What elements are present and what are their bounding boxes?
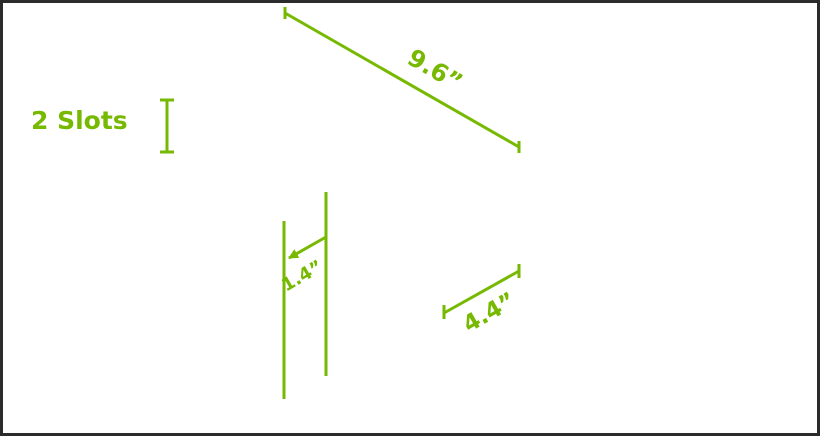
thickness-arrow xyxy=(288,235,327,260)
slots-label: 2 Slots xyxy=(31,106,128,135)
height-label: 4.4” xyxy=(459,288,520,338)
length-label: 9.6” xyxy=(403,43,468,96)
thickness-dimension: 1.4” xyxy=(278,192,328,399)
dimension-lines-canvas: 9.6” 1.4” 4.4” xyxy=(160,7,521,399)
height-dimension-line xyxy=(443,269,520,315)
length-dimension-line xyxy=(284,11,520,149)
height-dimension: 4.4” xyxy=(442,264,521,338)
length-dimension: 9.6” xyxy=(283,7,521,153)
slot-dimension xyxy=(160,98,174,154)
